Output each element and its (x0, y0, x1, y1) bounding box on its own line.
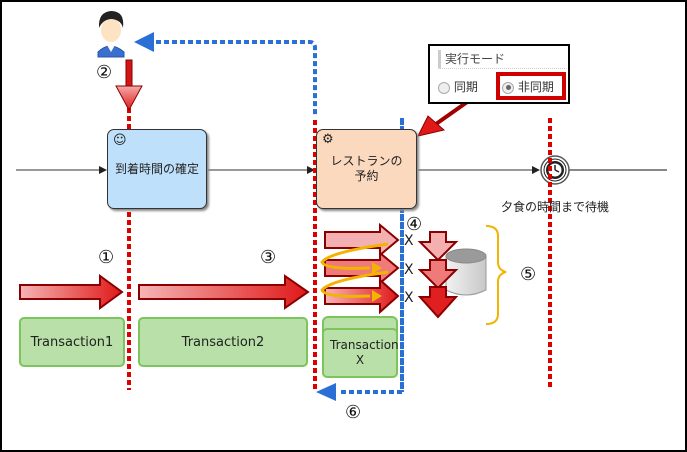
execution-mode-title: 実行モード (438, 50, 565, 69)
sequence-flow (16, 166, 667, 174)
step-1: ① (98, 247, 115, 268)
failure-mark: X (404, 233, 414, 249)
step2-arrow (115, 59, 143, 112)
task-restaurant-label: レストランの予約 (330, 154, 403, 183)
failure-mark: X (404, 262, 414, 278)
db-write-arrows (417, 231, 459, 319)
step1-arrow (19, 274, 124, 310)
service-task-gear-icon: ⚙ (322, 132, 334, 147)
retry-arrows (320, 222, 400, 315)
task-arrival-time[interactable]: ☺ 到着時間の確定 (107, 129, 207, 209)
task-arrival-label: 到着時間の確定 (114, 161, 199, 176)
timer-event-icon (540, 155, 570, 185)
transaction-2: Transaction2 (138, 317, 308, 367)
step-2: ② (96, 62, 113, 83)
async-highlight-box (496, 72, 566, 100)
mode-option-sync[interactable]: 同期 (438, 78, 478, 95)
user-task-icon: ☺ (113, 133, 127, 148)
step-4: ④ (406, 214, 423, 235)
mode-option-async[interactable]: 非同期 (502, 78, 554, 95)
failure-mark: X (404, 290, 414, 306)
radio-async[interactable] (502, 81, 514, 94)
transaction-x: Transaction X (322, 328, 399, 378)
step-3: ③ (260, 247, 277, 268)
bracket-icon (485, 225, 507, 325)
step-5: ⑤ (520, 264, 537, 285)
async-callback-arrow (134, 32, 317, 116)
execution-mode-panel: 実行モード 同期 非同期 (428, 44, 570, 104)
step3-arrow (138, 274, 310, 310)
database-icon (445, 248, 487, 296)
timer-event-label: 夕食の時間まで待機 (501, 200, 610, 214)
transaction-1: Transaction1 (19, 317, 125, 367)
mode-pointer-arrow (417, 98, 472, 137)
transaction-boundaries (127, 108, 552, 390)
radio-sync[interactable] (438, 81, 450, 94)
task-restaurant-reservation[interactable]: ⚙ レストランの予約 (316, 129, 417, 209)
step-6: ⑥ (345, 402, 362, 423)
user-avatar-icon (97, 11, 125, 58)
